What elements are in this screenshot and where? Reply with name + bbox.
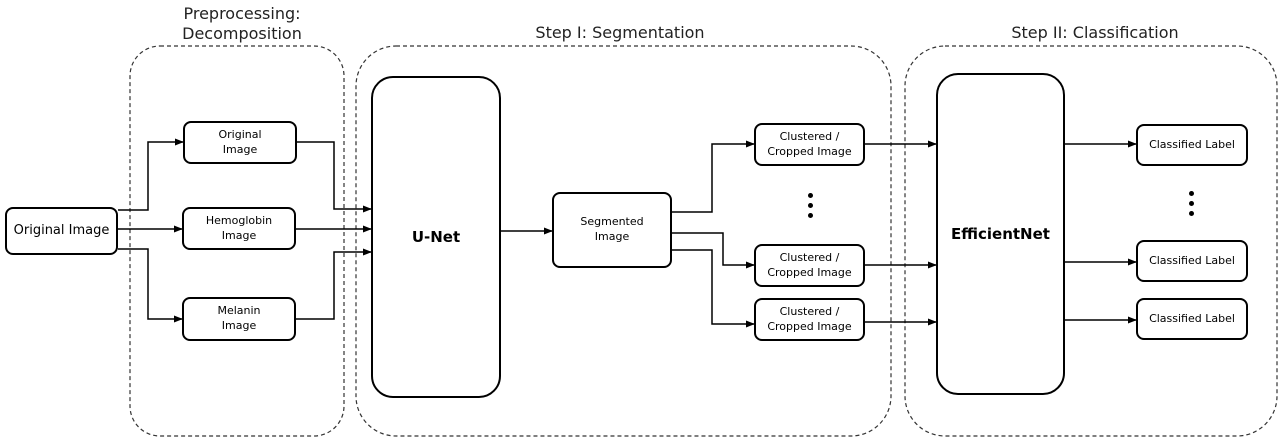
node-efficientnet: EfficientNet: [936, 73, 1065, 395]
ellipsis-clustered: [806, 193, 814, 218]
edge-segmented-clustered-2: [672, 232, 755, 269]
edge-melanin-unet: [296, 248, 372, 320]
node-hemoglobin-image: Hemoglobin Image: [182, 207, 296, 250]
group-title-preprocessing: Preprocessing: Decomposition: [182, 4, 302, 43]
edge-original-unet: [297, 141, 372, 213]
edge-segmented-clustered-1: [672, 140, 755, 213]
edge-input-original: [118, 138, 184, 211]
node-classified-label-3: Classified Label: [1136, 298, 1248, 340]
node-original-image: Original Image: [183, 121, 297, 164]
node-segmented-image: Segmented Image: [552, 192, 672, 268]
node-unet: U-Net: [371, 76, 501, 398]
node-clustered-image-2: Clustered / Cropped Image: [754, 244, 865, 287]
node-classified-label-1: Classified Label: [1136, 124, 1248, 166]
edge-segmented-clustered-3: [672, 249, 755, 328]
node-clustered-image-1: Clustered / Cropped Image: [754, 123, 865, 166]
node-melanin-image: Melanin Image: [182, 297, 296, 341]
group-title-segmentation: Step I: Segmentation: [535, 23, 705, 42]
node-clustered-image-3: Clustered / Cropped Image: [754, 298, 865, 341]
node-original-image-input: Original Image: [5, 207, 118, 255]
group-preprocessing: [129, 45, 345, 437]
node-classified-label-2: Classified Label: [1136, 240, 1248, 282]
group-title-classification: Step II: Classification: [1011, 23, 1179, 42]
edge-input-melanin: [118, 248, 183, 323]
group-segmentation: [355, 45, 892, 437]
ellipsis-labels: [1187, 191, 1195, 216]
